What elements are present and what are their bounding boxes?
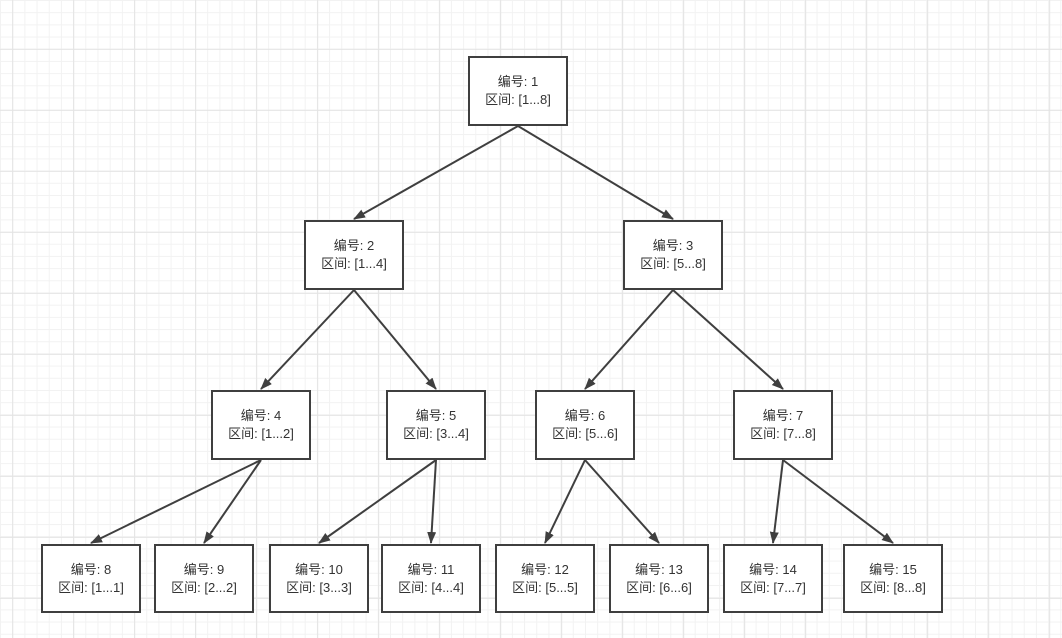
node-id-label: 编号: 12 (521, 561, 569, 577)
node-id-label: 编号: 2 (333, 238, 375, 253)
tree-edge-5-11[interactable] (427, 459, 437, 544)
tree-node-4[interactable]: 编号: 4 区间: [1...2] (211, 390, 311, 460)
node-range-label: 区间: [7...8] (750, 426, 816, 441)
node-range-label: 区间: [5...5] (512, 579, 578, 595)
tree-node-2[interactable]: 编号: 2 区间: [1...4] (304, 220, 404, 290)
tree-node-14[interactable]: 编号: 14 区间: [7...7] (723, 544, 823, 613)
tree-edge-3-7[interactable] (672, 289, 784, 390)
tree-node-7[interactable]: 编号: 7 区间: [7...8] (733, 390, 833, 460)
tree-edge-4-9[interactable] (203, 459, 262, 544)
tree-edge-7-15[interactable] (782, 459, 894, 544)
tree-node-8[interactable]: 编号: 8 区间: [1...1] (41, 544, 141, 613)
tree-node-6[interactable]: 编号: 6 区间: [5...6] (535, 390, 635, 460)
tree-node-1[interactable]: 编号: 1 区间: [1...8] (468, 56, 568, 126)
tree-edge-3-6[interactable] (584, 289, 674, 390)
node-id-label: 编号: 6 (564, 408, 606, 423)
node-id-label: 编号: 5 (415, 408, 457, 423)
tree-node-11[interactable]: 编号: 11 区间: [4...4] (381, 544, 481, 613)
tree-edge-2-4[interactable] (260, 289, 355, 390)
tree-edge-2-5[interactable] (353, 289, 437, 390)
node-range-label: 区间: [1...8] (485, 92, 551, 107)
tree-node-10[interactable]: 编号: 10 区间: [3...3] (269, 544, 369, 613)
tree-edge-6-12[interactable] (544, 459, 586, 544)
node-id-label: 编号: 14 (749, 561, 797, 577)
tree-node-9[interactable]: 编号: 9 区间: [2...2] (154, 544, 254, 613)
node-range-label: 区间: [1...2] (228, 426, 294, 441)
node-id-label: 编号: 7 (762, 408, 804, 423)
tree-edge-1-2[interactable] (353, 125, 519, 220)
tree-edge-4-8[interactable] (90, 459, 262, 544)
tree-node-3[interactable]: 编号: 3 区间: [5...8] (623, 220, 723, 290)
node-id-label: 编号: 4 (240, 408, 282, 423)
node-id-label: 编号: 9 (183, 561, 225, 577)
node-id-label: 编号: 11 (407, 561, 455, 577)
node-id-label: 编号: 1 (497, 74, 539, 89)
node-id-label: 编号: 8 (70, 561, 112, 577)
node-range-label: 区间: [3...4] (403, 426, 469, 441)
node-range-label: 区间: [3...3] (286, 579, 352, 595)
tree-node-5[interactable]: 编号: 5 区间: [3...4] (386, 390, 486, 460)
node-range-label: 区间: [5...6] (552, 426, 618, 441)
tree-node-15[interactable]: 编号: 15 区间: [8...8] (843, 544, 943, 613)
node-range-label: 区间: [1...1] (58, 579, 124, 595)
node-range-label: 区间: [4...4] (398, 579, 464, 595)
tree-edge-5-10[interactable] (318, 459, 437, 544)
tree-node-12[interactable]: 编号: 12 区间: [5...5] (495, 544, 595, 613)
node-range-label: 区间: [6...6] (626, 579, 692, 595)
tree-node-13[interactable]: 编号: 13 区间: [6...6] (609, 544, 709, 613)
tree-edge-7-14[interactable] (769, 459, 784, 544)
node-range-label: 区间: [5...8] (640, 256, 706, 271)
node-id-label: 编号: 15 (869, 561, 917, 577)
node-range-label: 区间: [7...7] (740, 579, 806, 595)
tree-edge-6-13[interactable] (584, 459, 660, 544)
node-range-label: 区间: [2...2] (171, 579, 237, 595)
tree-edge-1-3[interactable] (517, 125, 674, 220)
node-id-label: 编号: 3 (652, 238, 694, 253)
node-id-label: 编号: 13 (635, 561, 683, 577)
node-range-label: 区间: [8...8] (860, 579, 926, 595)
node-range-label: 区间: [1...4] (321, 256, 387, 271)
node-id-label: 编号: 10 (295, 561, 343, 577)
